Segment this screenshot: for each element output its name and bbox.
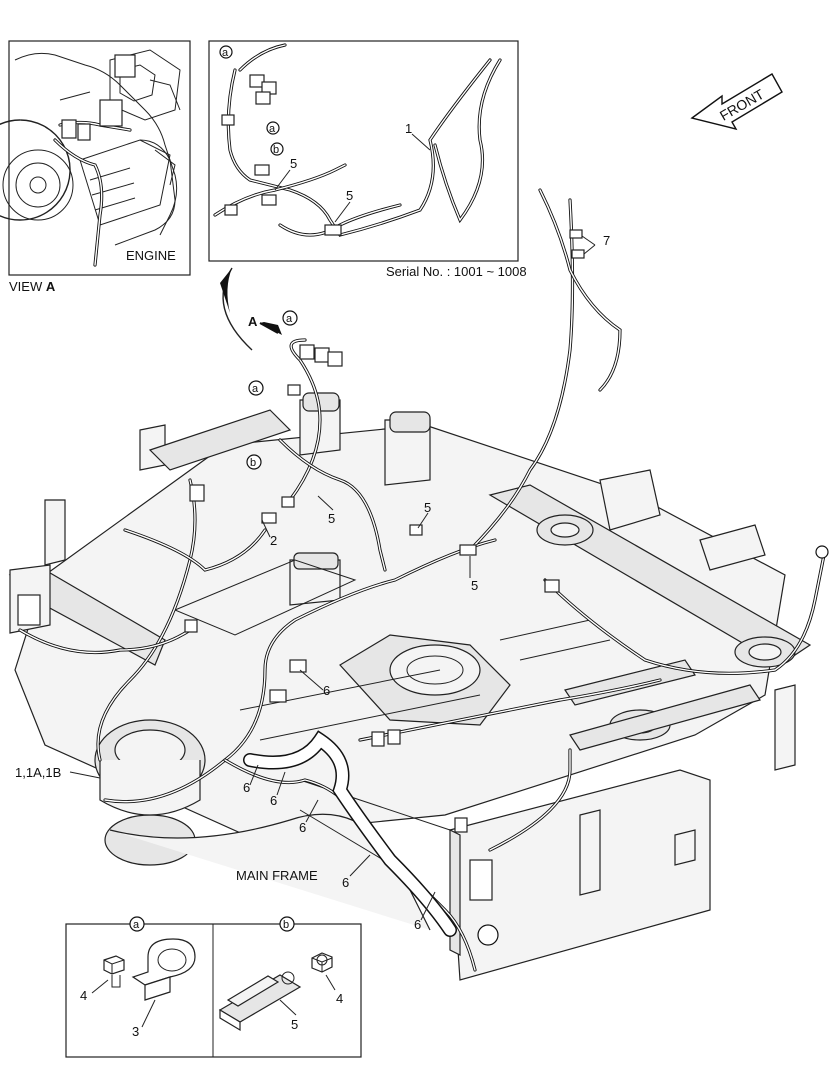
- detail-a-marker: a: [133, 919, 140, 931]
- main-frame-label: MAIN FRAME: [236, 868, 318, 883]
- engine-inset: ENGINE: [0, 40, 191, 276]
- callout-6-b: 6: [243, 780, 250, 795]
- marker-a-2: a: [269, 123, 276, 135]
- marker-b-main-1: b: [250, 457, 256, 469]
- marker-a-main-1: a: [286, 313, 293, 325]
- detail-panel: a b 4 3 4: [65, 916, 362, 1058]
- callout-6-f: 6: [414, 917, 421, 932]
- callout-6-a: 6: [323, 683, 330, 698]
- callout-5-detail: 5: [291, 1017, 298, 1032]
- callout-4-a: 4: [80, 988, 87, 1003]
- callout-5-main-b: 5: [424, 500, 431, 515]
- callout-1-1a-1b: 1,1A,1B: [15, 765, 61, 780]
- callout-5-inset-a: 5: [290, 156, 297, 171]
- marker-a-1: a: [222, 47, 229, 59]
- view-a-arrow-letter: A: [248, 314, 258, 329]
- serial-inset: a a b 1 5 5: [208, 40, 519, 262]
- view-a-caption: VIEW A: [9, 279, 56, 294]
- callout-7: 7: [603, 233, 610, 248]
- harness-main: [17, 188, 829, 972]
- marker-b-1: b: [273, 144, 279, 156]
- callout-4-b: 4: [336, 991, 343, 1006]
- front-arrow: FRONT: [690, 73, 783, 131]
- callout-6-e: 6: [342, 875, 349, 890]
- callout-6-c: 6: [270, 793, 277, 808]
- callout-3: 3: [132, 1024, 139, 1039]
- clamp-a: [131, 938, 196, 1001]
- callout-5-inset-b: 5: [346, 188, 353, 203]
- view-link-fill: [220, 268, 232, 313]
- bolt-a: [103, 955, 125, 988]
- engine-label: ENGINE: [126, 248, 176, 263]
- callout-2: 2: [270, 533, 277, 548]
- main-frame: [8, 392, 812, 981]
- callout-6-d: 6: [299, 820, 306, 835]
- view-a-arrow-shaft: [259, 322, 279, 334]
- serial-number: Serial No. : 1001 ~ 1008: [386, 264, 527, 279]
- detail-b-marker: b: [283, 919, 289, 931]
- callout-1-inset: 1: [405, 121, 412, 136]
- nut-b: [311, 952, 333, 973]
- terminal-b: [218, 971, 302, 1032]
- marker-a-main-2: a: [252, 383, 259, 395]
- callout-5-main-c: 5: [471, 578, 478, 593]
- callout-5-main-a: 5: [328, 511, 335, 526]
